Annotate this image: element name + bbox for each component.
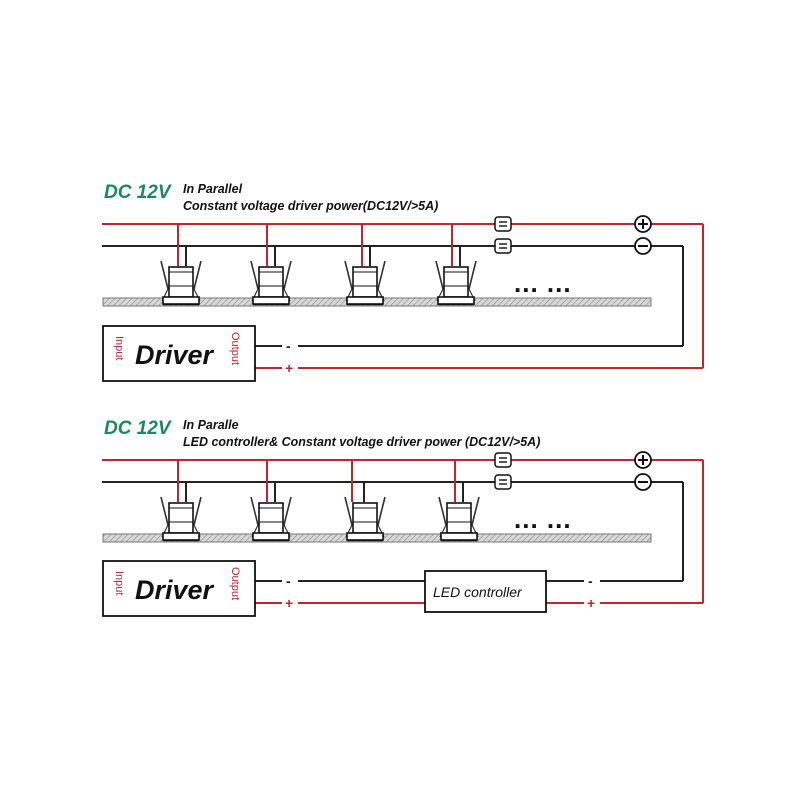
minus-sign: -	[286, 338, 291, 354]
voltage-label: DC 12V	[104, 418, 172, 439]
wire-connector-icon	[494, 238, 512, 254]
diagram-top: DC 12V In Parallel Constant voltage driv…	[102, 182, 704, 382]
mode-label: In Parallel	[183, 182, 243, 196]
plus-sign: +	[285, 360, 293, 376]
input-label: Input	[113, 571, 125, 595]
plus-terminal-icon	[634, 215, 652, 233]
plus-terminal-icon	[634, 451, 652, 469]
wire-connector-icon	[494, 474, 512, 490]
output-label: Output	[229, 567, 241, 600]
fixture-drop-wires	[177, 460, 464, 502]
led-controller-box	[424, 570, 547, 613]
downlight-fixture-icon	[160, 260, 202, 306]
downlight-fixture-icon	[344, 260, 386, 306]
downlight-fixture-icon	[250, 496, 292, 542]
driver-label: Driver	[135, 340, 215, 370]
plus-sign: +	[587, 595, 595, 611]
subtitle: LED controller& Constant voltage driver …	[183, 435, 540, 449]
wire-connector-icon	[494, 452, 512, 468]
driver-box	[102, 560, 256, 617]
more-fixtures-ellipsis: ... ...	[514, 504, 572, 534]
downlight-fixture-icon	[435, 260, 477, 306]
input-label: Input	[113, 336, 125, 360]
downlight-fixture-icon	[344, 496, 386, 542]
diagram-bottom: DC 12V In Paralle LED controller& Consta…	[102, 418, 704, 617]
minus-sign: -	[286, 573, 291, 589]
downlight-fixture-icon	[438, 496, 480, 542]
voltage-label: DC 12V	[104, 182, 172, 203]
driver-label: Driver	[135, 575, 215, 605]
plus-sign: +	[285, 595, 293, 611]
minus-terminal-icon	[634, 473, 652, 491]
driver-box	[102, 325, 256, 382]
led-controller-label: LED controller	[433, 584, 523, 600]
subtitle: Constant voltage driver power(DC12V/>5A)	[183, 199, 438, 213]
downlight-fixture-icon	[160, 496, 202, 542]
output-label: Output	[229, 332, 241, 365]
fixture-drop-wires	[177, 224, 461, 266]
minus-sign: -	[588, 573, 593, 589]
downlight-fixture-icon	[250, 260, 292, 306]
minus-terminal-icon	[634, 237, 652, 255]
wire-connector-icon	[494, 216, 512, 232]
mode-label: In Paralle	[183, 418, 239, 432]
more-fixtures-ellipsis: ... ...	[514, 268, 572, 298]
